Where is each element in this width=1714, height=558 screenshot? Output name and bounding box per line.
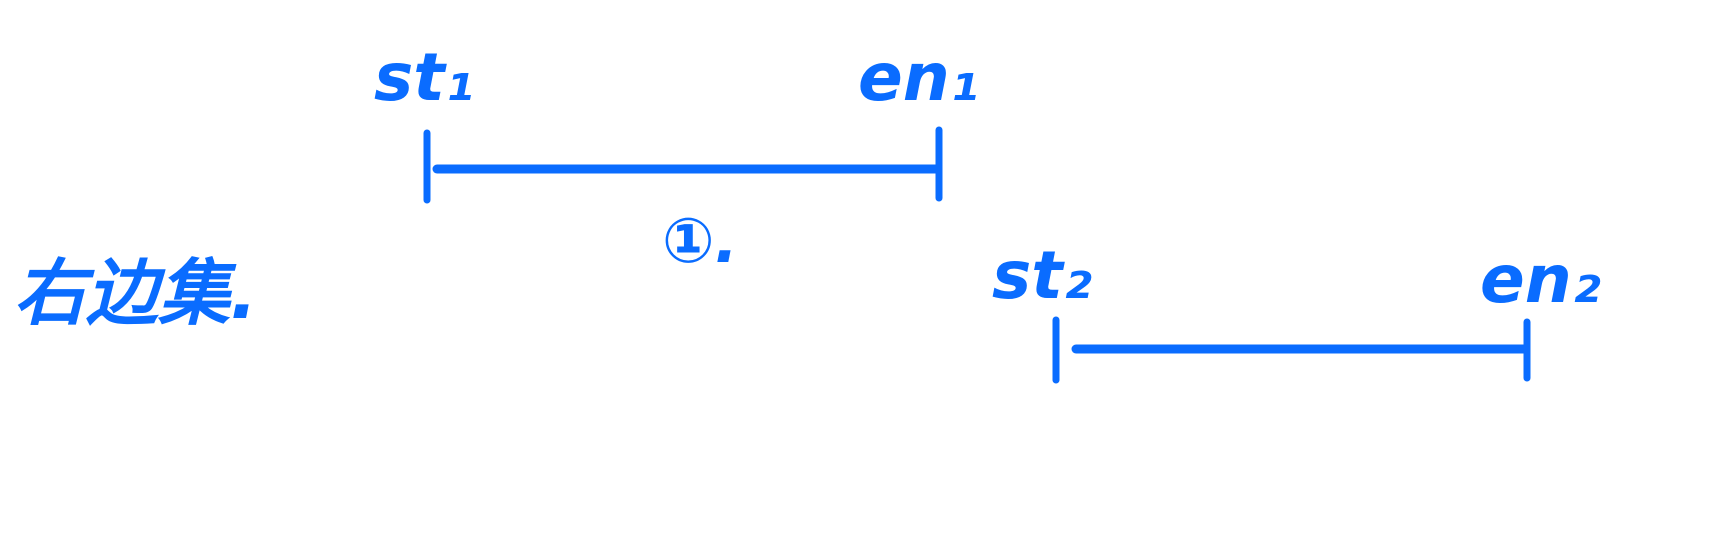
interval-2-start-label: st₂ <box>992 237 1092 314</box>
interval-1: st₁ en₁ ①. <box>374 39 979 277</box>
interval-1-start-label: st₁ <box>374 39 474 116</box>
interval-2: st₂ en₂ <box>992 237 1601 384</box>
side-note: 右边集. <box>14 251 257 335</box>
interval-2-end-label: en₂ <box>1480 241 1601 318</box>
interval-1-under-label: ①. <box>662 204 738 277</box>
interval-1-end-label: en₁ <box>858 39 979 116</box>
